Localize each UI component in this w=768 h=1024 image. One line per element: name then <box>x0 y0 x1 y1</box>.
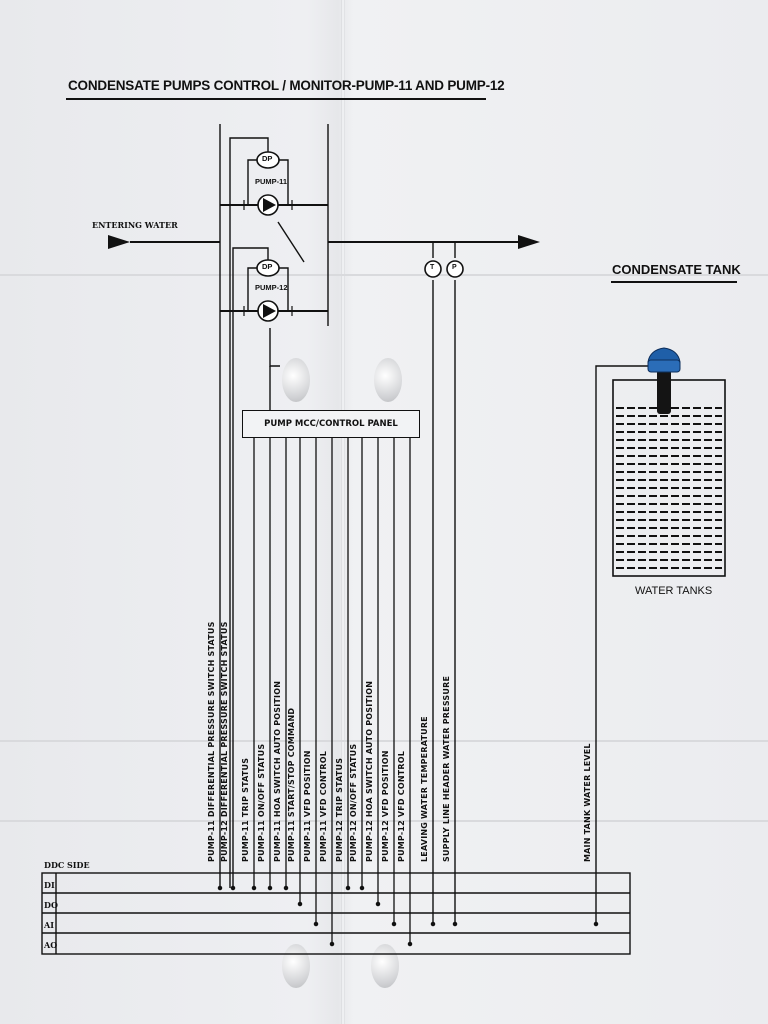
tank-level-signal-line <box>595 365 660 924</box>
bus-connection-dot <box>345 885 351 891</box>
point-label: PUMP-12 DIFFERENTIAL PRESSURE SWITCH STA… <box>220 621 229 862</box>
panel-label: PUMP MCC/CONTROL PANEL <box>264 419 398 429</box>
bus-label-do: DO <box>44 900 58 910</box>
pressure-sensor-symbol <box>446 260 464 278</box>
water-tanks-label: WATER TANKS <box>635 585 713 597</box>
water-tank <box>612 379 726 577</box>
bus-connection-dot <box>329 941 335 947</box>
pump-11-label: PUMP-11 <box>255 177 288 186</box>
bus-connection-dot <box>391 921 397 927</box>
point-label: SUPPLY LINE HEADER WATER PRESSURE <box>442 675 451 862</box>
paper-fold-horizontal <box>0 820 768 822</box>
pump-11-dp-switch <box>256 151 280 169</box>
pump-11-power-link <box>277 221 305 263</box>
bus-connection-dot <box>375 901 381 907</box>
bus-label-ai: AI <box>44 920 54 930</box>
paper-fold-vertical <box>341 0 345 1024</box>
point-label: PUMP-12 VFD CONTROL <box>397 750 406 862</box>
pump-11-dp-tap-suction <box>247 159 257 205</box>
bus-label-ao: AO <box>44 940 58 950</box>
point-label: PUMP-11 HOA SWITCH AUTO POSITION <box>273 680 282 862</box>
point-label: PUMP-11 VFD CONTROL <box>319 750 328 862</box>
point-label: LEAVING WATER TEMPERATURE <box>420 716 429 862</box>
ddc-side-label: DDC SIDE <box>44 860 90 870</box>
pump-12-dp-tap-discharge <box>279 267 289 311</box>
pump-12-dp-tap-suction <box>247 267 257 311</box>
pump-12-impeller <box>263 304 276 318</box>
pump-12-label: PUMP-12 <box>255 283 288 292</box>
bus-connection-dot <box>267 885 273 891</box>
pump-11-dp-label: DP <box>262 154 273 163</box>
entering-arrow <box>108 235 130 249</box>
temp-sensor-symbol <box>424 260 442 278</box>
entering-water-label: ENTERING WATER <box>92 220 178 230</box>
paper-fold-horizontal <box>0 274 768 276</box>
point-label: PUMP-11 VFD POSITION <box>303 750 312 862</box>
bus-connection-dot <box>359 885 365 891</box>
pump-11-dp-tap-discharge <box>279 159 289 205</box>
point-label: PUMP-12 VFD POSITION <box>381 750 390 862</box>
paper-fold-horizontal <box>0 740 768 742</box>
bus-connection-dot <box>230 885 236 891</box>
point-label: PUMP-11 DIFFERENTIAL PRESSURE SWITCH STA… <box>207 621 216 862</box>
punch-hole <box>374 358 402 402</box>
tank-title-underline <box>611 281 737 283</box>
bus-connection-dot <box>217 885 223 891</box>
leaving-arrow <box>518 235 540 249</box>
title-underline <box>66 98 486 100</box>
tank-title: CONDENSATE TANK <box>612 262 741 277</box>
point-label: PUMP-12 HOA SWITCH AUTO POSITION <box>365 680 374 862</box>
diagram-title: CONDENSATE PUMPS CONTROL / MONITOR-PUMP-… <box>68 78 505 93</box>
punch-hole <box>371 944 399 988</box>
punch-hole <box>282 944 310 988</box>
bus-label-di: DI <box>44 880 55 890</box>
pump-12-power-link <box>269 328 280 367</box>
temp-sensor-label: T <box>430 264 435 271</box>
bus-connection-dot <box>251 885 257 891</box>
level-sensor-icon <box>647 347 681 414</box>
bus-connection-dot <box>283 885 289 891</box>
pressure-sensor-label: P <box>452 264 457 271</box>
pump-11-impeller <box>263 198 276 212</box>
point-label: MAIN TANK WATER LEVEL <box>583 743 592 862</box>
bus-connection-dot <box>593 921 599 927</box>
point-label: PUMP-12 TRIP STATUS <box>335 757 344 862</box>
bus-connection-dot <box>297 901 303 907</box>
pump-12-dp-switch <box>256 259 280 277</box>
pump-12-dp-label: DP <box>262 262 273 271</box>
pump-12-dp-signal <box>232 247 269 888</box>
punch-hole <box>282 358 310 402</box>
bus-connection-dot <box>430 921 436 927</box>
bus-connection-dot <box>407 941 413 947</box>
pump-11-dp-signal <box>229 137 269 888</box>
point-label: PUMP-12 ON/OFF STATUS <box>349 743 358 862</box>
point-label: PUMP-11 ON/OFF STATUS <box>257 743 266 862</box>
point-label: PUMP-11 START/STOP COMMAND <box>287 707 296 862</box>
bus-connection-dot <box>452 921 458 927</box>
bus-connection-dot <box>313 921 319 927</box>
pump-mcc-control-panel: PUMP MCC/CONTROL PANEL <box>242 410 420 438</box>
point-label: PUMP-11 TRIP STATUS <box>241 757 250 862</box>
